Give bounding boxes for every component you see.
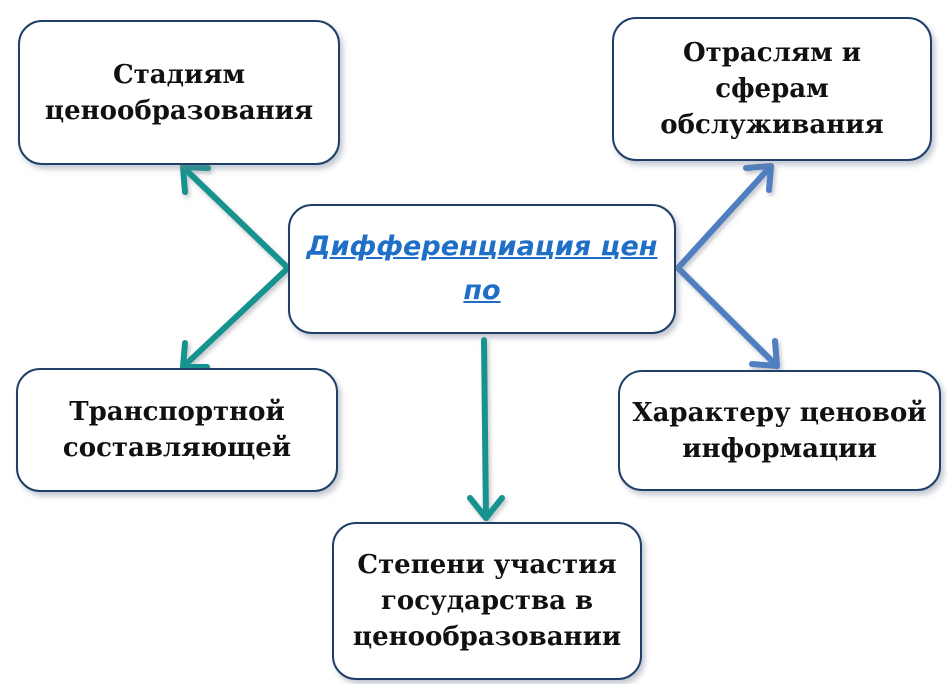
node-stages-label: Стадиям ценообразования	[44, 59, 314, 126]
node-industries: Отраслям и сферам обслуживания	[612, 17, 932, 161]
node-transport: Транспортной составляющей	[16, 368, 338, 492]
node-state-label: Степени участия государства в ценообразо…	[352, 550, 622, 652]
arrow-to-industries	[675, 163, 774, 271]
center-title-link[interactable]: Дифференциация цен по	[306, 231, 658, 306]
arrow-to-stages	[180, 164, 291, 271]
node-industries-label: Отраслям и сферам обслуживания	[660, 38, 884, 140]
node-state: Степени участия государства в ценообразо…	[332, 522, 642, 680]
arrow-to-transport	[180, 265, 291, 370]
arrow-to-info	[675, 265, 780, 369]
node-center[interactable]: Дифференциация цен по	[288, 204, 676, 334]
node-info-label: Характеру ценовой информации	[632, 397, 927, 464]
node-info: Характеру ценовой информации	[618, 370, 941, 491]
node-transport-label: Транспортной составляющей	[62, 397, 292, 463]
node-stages: Стадиям ценообразования	[18, 20, 340, 165]
arrow-to-state	[467, 337, 505, 521]
